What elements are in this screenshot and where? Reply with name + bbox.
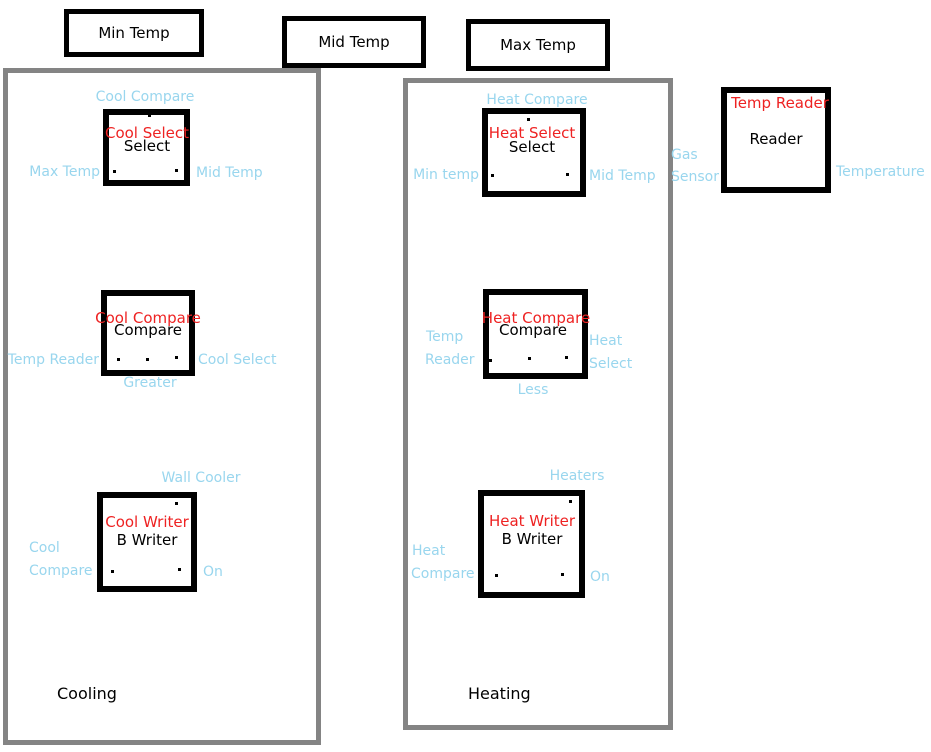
heat-select-instance-label: Heat Select: [488, 124, 576, 142]
heat-compare-left-port-label-line2: Reader: [425, 352, 475, 368]
port-dot[interactable]: [527, 118, 530, 121]
heat-writer-left-port-label-line1: Heat: [412, 543, 446, 559]
port-dot[interactable]: [528, 357, 531, 360]
heat-compare-bottom-port-label: Less: [517, 382, 549, 398]
cool-compare-left-port-label: Temp Reader: [7, 352, 99, 368]
port-dot[interactable]: [565, 356, 568, 359]
heat-writer-top-port-label: Heaters: [549, 468, 605, 484]
heat-writer-right-port-label: On: [590, 569, 610, 585]
port-dot[interactable]: [148, 114, 151, 117]
cool-writer-left-port-label-line1: Cool: [29, 540, 60, 556]
heat-writer-left-port-label-line2: Compare: [411, 566, 475, 582]
node-mid-temp-label: Mid Temp: [318, 33, 390, 51]
cool-select-right-port-label: Mid Temp: [196, 165, 263, 181]
node-min-temp-label: Min Temp: [98, 24, 170, 42]
cool-writer-instance-label: Cool Writer: [105, 513, 189, 531]
heating-container-title: Heating: [468, 684, 531, 703]
cool-select-left-port-label: Max Temp: [29, 164, 100, 180]
temp-reader-left-port-label-line2: Sensor: [671, 169, 719, 185]
heat-select-left-port-label: Min temp: [413, 167, 479, 183]
port-dot[interactable]: [566, 173, 569, 176]
cool-select-top-port-label: Cool Compare: [95, 89, 195, 105]
port-dot[interactable]: [175, 169, 178, 172]
cool-writer-type-label: B Writer: [116, 531, 178, 549]
node-max-temp[interactable]: Max Temp: [466, 19, 610, 71]
port-dot[interactable]: [178, 568, 181, 571]
temp-reader-block[interactable]: [721, 87, 831, 193]
temp-reader-left-port-label-line1: Gas: [671, 147, 698, 163]
port-dot[interactable]: [491, 174, 494, 177]
heat-select-right-port-label: Mid Temp: [589, 168, 656, 184]
port-dot[interactable]: [146, 358, 149, 361]
cool-writer-left-port-label-line2: Compare: [29, 563, 93, 579]
temp-reader-type-label: Reader: [749, 130, 803, 148]
heat-compare-right-port-label-line1: Heat: [589, 333, 623, 349]
port-dot[interactable]: [569, 500, 572, 503]
heat-writer-type-label: B Writer: [501, 530, 563, 548]
port-dot[interactable]: [175, 502, 178, 505]
heat-select-type-label: Select: [508, 138, 556, 156]
heat-compare-right-port-label-line2: Select: [589, 356, 633, 372]
port-dot[interactable]: [175, 356, 178, 359]
cool-compare-instance-label: Cool Compare: [95, 309, 201, 327]
cool-writer-block[interactable]: [97, 492, 197, 592]
heat-writer-instance-label: Heat Writer: [488, 512, 576, 530]
heat-compare-instance-label: Heat Compare: [481, 309, 591, 327]
cool-select-instance-label: Cool Select: [104, 124, 190, 142]
node-mid-temp[interactable]: Mid Temp: [282, 16, 426, 68]
cool-select-type-label: Select: [123, 137, 171, 155]
heat-compare-type-label: Compare: [498, 321, 568, 339]
cool-compare-bottom-port-label: Greater: [123, 375, 177, 391]
port-dot[interactable]: [489, 359, 492, 362]
heat-select-block[interactable]: [482, 108, 586, 197]
port-dot[interactable]: [113, 170, 116, 173]
cool-compare-right-port-label: Cool Select: [198, 352, 277, 368]
heat-select-top-port-label: Heat Compare: [486, 92, 588, 108]
cool-writer-right-port-label: On: [203, 564, 223, 580]
port-dot[interactable]: [111, 570, 114, 573]
cooling-container-title: Cooling: [57, 684, 117, 703]
cool-writer-top-port-label: Wall Cooler: [161, 470, 241, 486]
cool-compare-type-label: Compare: [113, 321, 183, 339]
cool-compare-block[interactable]: [101, 290, 195, 376]
port-dot[interactable]: [561, 573, 564, 576]
heat-compare-left-port-label-line1: Temp: [426, 329, 464, 345]
temp-reader-right-port-label: Temperature: [836, 164, 925, 180]
node-max-temp-label: Max Temp: [500, 36, 576, 54]
cool-select-block[interactable]: [103, 109, 190, 186]
node-min-temp[interactable]: Min Temp: [64, 9, 204, 57]
port-dot[interactable]: [495, 574, 498, 577]
temp-reader-instance-label: Temp Reader: [731, 94, 829, 112]
heat-compare-block[interactable]: [483, 289, 588, 379]
port-dot[interactable]: [117, 358, 120, 361]
heat-writer-block[interactable]: [478, 490, 585, 598]
